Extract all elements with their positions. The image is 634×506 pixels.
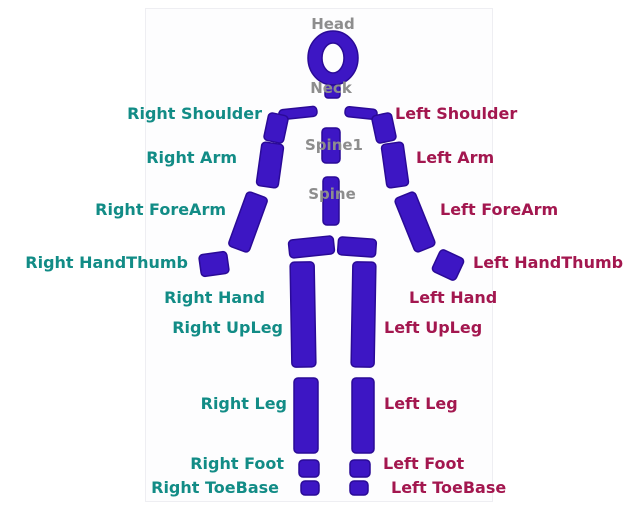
label-head: Head [311,15,355,33]
label-spine1: Spine1 [305,136,363,154]
label-right-leg: Right Leg [201,395,287,413]
bone-left-hip [337,237,376,258]
label-right-foot: Right Foot [190,455,284,473]
label-left-upleg: Left UpLeg [384,319,482,337]
label-left-hand: Left Hand [409,289,497,307]
label-left-leg: Left Leg [384,395,458,413]
label-right-arm: Right Arm [146,149,237,167]
bone-right-forearm [228,191,269,253]
bone-left-leg [352,378,374,453]
bone-right-arm [256,142,284,189]
bone-right-toebase [301,481,319,495]
label-right-shoulder: Right Shoulder [127,105,262,123]
label-left-handthumb: Left HandThumb [473,254,623,272]
label-left-arm: Left Arm [416,149,494,167]
label-left-foot: Left Foot [383,455,464,473]
label-left-forearm: Left ForeArm [440,201,558,219]
label-spine: Spine [308,185,356,203]
label-left-toebase: Left ToeBase [391,479,506,497]
label-right-toebase: Right ToeBase [151,479,279,497]
bone-right-upperarm-top [263,112,288,144]
label-right-upleg: Right UpLeg [172,319,283,337]
label-left-shoulder: Left Shoulder [395,105,517,123]
bone-right-foot [299,460,319,477]
label-right-hand: Right Hand [164,289,265,307]
bone-left-arm [381,142,409,189]
bone-right-hip [288,236,335,259]
bone-left-hand [431,249,465,282]
bone-left-foot [350,460,370,477]
bone-right-upleg [290,262,316,367]
label-right-forearm: Right ForeArm [95,201,226,219]
bone-left-toebase [350,481,368,495]
label-right-handthumb: Right HandThumb [25,254,188,272]
bone-right-leg [294,378,318,453]
bone-left-upperarm-top [371,112,396,144]
bone-right-hand [199,251,230,277]
label-neck: Neck [310,79,352,97]
bone-left-upleg [351,262,376,367]
bone-left-forearm [394,191,436,253]
